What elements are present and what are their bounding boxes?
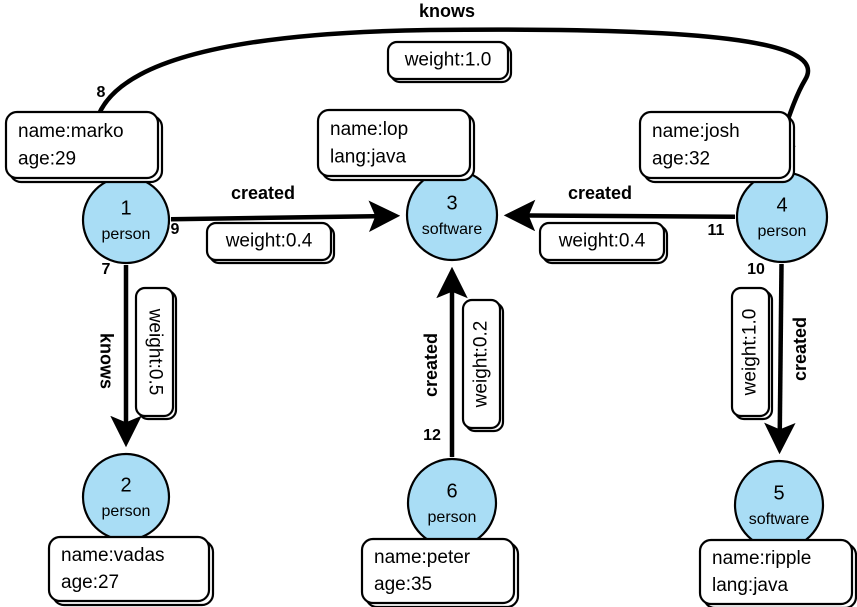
edge-weight-box-8: weight:1.0: [386, 40, 513, 84]
vertex-prop-line1-3: name:lop: [330, 119, 408, 140]
vertex-properties-2: name:vadas age:27: [47, 535, 215, 607]
vertex-id-1: 1: [120, 197, 131, 219]
vertex-circle-3[interactable]: [405, 168, 499, 262]
vertex-label-6: person: [428, 509, 477, 526]
vertex-4[interactable]: 4 person: [735, 170, 829, 264]
vertex-circle-1[interactable]: [81, 175, 171, 265]
edge-label-9: created: [231, 183, 295, 203]
edge-weight-text-7: weight:0.5: [144, 308, 165, 396]
edge-10[interactable]: [764, 263, 796, 455]
vertex-id-2: 2: [120, 474, 131, 496]
vertex-properties-4: name:josh age:32: [638, 110, 796, 184]
edge-id-10: 10: [747, 261, 765, 278]
edge-9[interactable]: [170, 200, 401, 233]
vertex-prop-line2-6: age:35: [374, 574, 432, 595]
vertex-prop-line1-6: name:peter: [374, 547, 471, 568]
vertex-prop-line2-1: age:29: [18, 149, 76, 170]
vertex-properties-5: name:ripple lang:java: [698, 538, 857, 607]
edge-weight-text-11: weight:0.4: [558, 231, 646, 252]
vertices-layer: 1 person 2 person 3 software 4 person 5 software 6…: [81, 168, 829, 551]
edge-weight-text-12: weight:0.2: [471, 321, 492, 409]
vertex-prop-line1-2: name:vadas: [61, 545, 165, 566]
vertex-prop-line2-4: age:32: [652, 149, 710, 170]
edge-weight-text-8: weight:1.0: [404, 50, 492, 71]
vertex-prop-line2-5: lang:java: [712, 575, 788, 596]
vertex-label-5: software: [749, 511, 810, 528]
edges-layer: [91, 27, 811, 457]
edge-label-8: knows: [419, 1, 475, 21]
property-boxes-layer: name:marko age:29 name:vadas age:27 name:lop…: [4, 108, 857, 607]
vertex-prop-line1-5: name:ripple: [712, 548, 811, 569]
edge-weight-text-9: weight:0.4: [225, 231, 313, 252]
edge-id-9: 9: [171, 221, 180, 238]
vertex-label-2: person: [102, 503, 151, 520]
vertex-prop-line2-2: age:27: [61, 572, 119, 593]
vertex-circle-2[interactable]: [81, 452, 171, 542]
vertex-properties-6: name:peter age:35: [360, 537, 520, 607]
edge-weight-box-9: weight:0.4: [205, 221, 336, 265]
vertex-properties-1: name:marko age:29: [4, 110, 164, 184]
vertex-id-6: 6: [446, 480, 457, 502]
vertex-prop-line2-3: lang:java: [330, 147, 406, 168]
edge-label-10: created: [790, 317, 810, 381]
vertex-circle-5[interactable]: [733, 459, 825, 551]
vertex-2[interactable]: 2 person: [81, 452, 171, 542]
edge-id-12: 12: [423, 427, 441, 444]
weight-boxes-layer: weight:1.0 weight:0.5 weight:0.4 weight:0.4…: [134, 40, 774, 433]
vertex-properties-3: name:lop lang:java: [316, 108, 476, 182]
vertex-1[interactable]: 1 person: [81, 175, 171, 265]
edge-8[interactable]: [91, 27, 811, 177]
vertex-label-3: software: [422, 221, 483, 238]
edge-weight-box-10: weight:1.0: [730, 286, 774, 421]
vertex-prop-line1-1: name:marko: [18, 121, 124, 142]
vertex-prop-line1-4: name:josh: [652, 121, 740, 142]
edge-id-8: 8: [97, 84, 106, 101]
edge-id-7: 7: [102, 261, 111, 278]
edge-id-11: 11: [708, 222, 725, 239]
edge-weight-box-11: weight:0.4: [538, 221, 669, 265]
vertex-circle-6[interactable]: [406, 457, 498, 549]
vertex-id-5: 5: [773, 482, 784, 504]
edge-label-12: created: [421, 333, 441, 397]
vertex-id-4: 4: [776, 194, 787, 216]
edge-weight-box-7: weight:0.5: [134, 286, 178, 421]
vertex-6[interactable]: 6 person: [406, 457, 498, 549]
edge-labels-layer: knows 8 knows 7 created 9 created 11 created 10 cr…: [95, 0, 812, 446]
vertex-id-3: 3: [446, 192, 457, 214]
vertex-label-4: person: [758, 223, 807, 240]
edge-label-11: created: [568, 183, 632, 203]
edge-label-7: knows: [96, 333, 116, 389]
vertex-5[interactable]: 5 software: [733, 459, 825, 551]
vertex-3[interactable]: 3 software: [405, 168, 499, 262]
edge-weight-box-12: weight:0.2: [461, 298, 505, 433]
edge-11[interactable]: [503, 199, 736, 232]
edge-weight-text-10: weight:1.0: [740, 309, 761, 397]
vertex-circle-4[interactable]: [735, 170, 829, 264]
vertex-label-1: person: [102, 226, 151, 243]
